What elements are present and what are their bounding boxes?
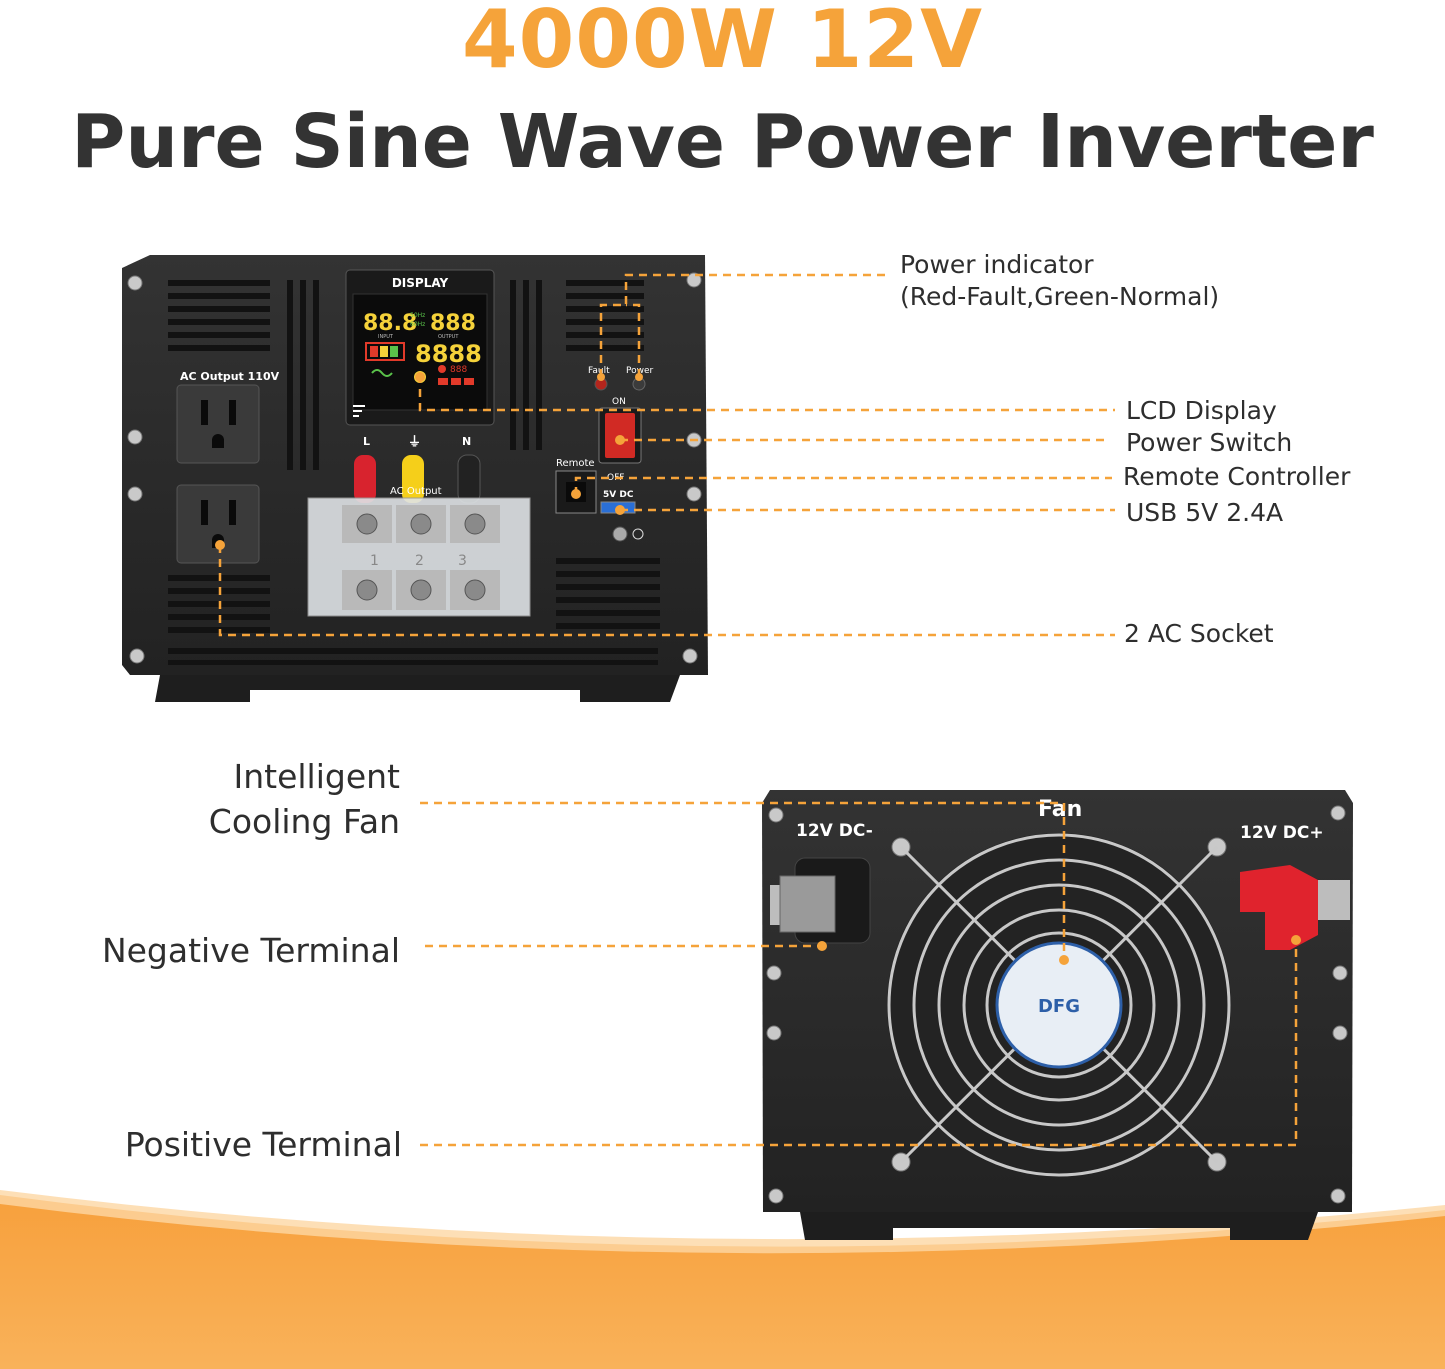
lcd-input-voltage: 88.8 [363,311,417,336]
rear-panel: Fan 12V DC- 12V DC+ DFG [762,790,1353,1240]
callout-dots [215,372,1301,965]
callout-lcd-display: LCD Display [1126,396,1277,425]
callout-power-switch: Power Switch [1126,428,1293,457]
lcd-output-small: OUTPUT [438,334,459,340]
callout-positive-terminal: Positive Terminal [124,1125,402,1164]
ac-outlet-bottom [176,484,260,564]
cooling-fan: DFG [887,833,1231,1177]
terminal-number-2: 2 [415,553,424,569]
bottom-wave-highlight [0,1190,1445,1254]
terminal-block: 1 2 3 [307,497,531,617]
callout-power-indicator-note: (Red-Fault,Green-Normal) [900,282,1220,311]
fan-label: Fan [1038,797,1082,822]
lcd-freq-top: 50Hz [410,312,425,319]
negative-terminal-post [770,857,871,944]
positive-terminal-post [1240,865,1350,950]
lcd-sine-icon [371,369,393,377]
dc-positive-label: 12V DC+ [1240,823,1324,843]
callout-negative-terminal: Negative Terminal [101,931,400,970]
switch-on-label: ON [612,397,626,407]
usb-label: 5V DC [603,490,634,500]
remote-label: Remote [556,458,595,469]
fault-label: Fault [588,366,610,376]
dc-negative-label: 12V DC- [796,821,873,841]
front-vent-vertical-left [287,280,319,470]
ground-screw [612,526,628,542]
red-wire [354,455,376,503]
front-foot [155,675,680,702]
front-vent-vertical-right [510,280,542,450]
terminal-n-label: N [462,435,471,448]
callout-remote-controller: Remote Controller [1123,462,1351,491]
fan-brand: DFG [1038,996,1080,1017]
terminal-l-label: L [363,435,370,448]
front-vent-top-right [566,280,644,351]
lcd-battery-icon [365,342,405,361]
front-vent-bottom-right [556,558,660,629]
display-label: DISPLAY [392,276,449,290]
callout-power-indicator: Power indicator [900,250,1094,279]
ac-output-label: AC Output 110V [180,370,280,383]
terminal-ground-label: ⏚ [408,435,421,450]
lcd-input-small: INPUT [378,334,394,340]
front-panel: AC Output 110V DISPLAY 88.8 888 50Hz 60H… [122,255,708,702]
lcd-display-module: DISPLAY 88.8 888 50Hz 60Hz INPUT OUTPUT … [345,269,495,426]
terminal-ac-output-label: AC Output [390,486,442,497]
headline: 4000W 12V [462,0,983,86]
front-vent-bottom-row [168,648,658,665]
callout-usb: USB 5V 2.4A [1126,498,1284,527]
yellow-wire [402,455,424,503]
rear-foot [800,1212,1318,1240]
callout-cooling-fan-line2: Cooling Fan [208,802,400,841]
terminal-number-1: 1 [370,553,379,569]
callout-cooling-fan-line1: Intelligent [233,757,401,796]
lcd-output-voltage: 888 [430,311,476,336]
lcd-temp: 888 [450,365,467,375]
callout-ac-socket: 2 AC Socket [1124,619,1274,648]
terminal-number-3: 3 [458,553,467,569]
front-vent-top-left [168,280,270,351]
lcd-watts: 8888 [415,340,482,368]
ac-outlet-top [176,384,260,464]
lcd-freq-bottom: 60Hz [410,321,425,328]
black-wire [457,454,481,504]
subheadline: Pure Sine Wave Power Inverter [71,99,1374,185]
